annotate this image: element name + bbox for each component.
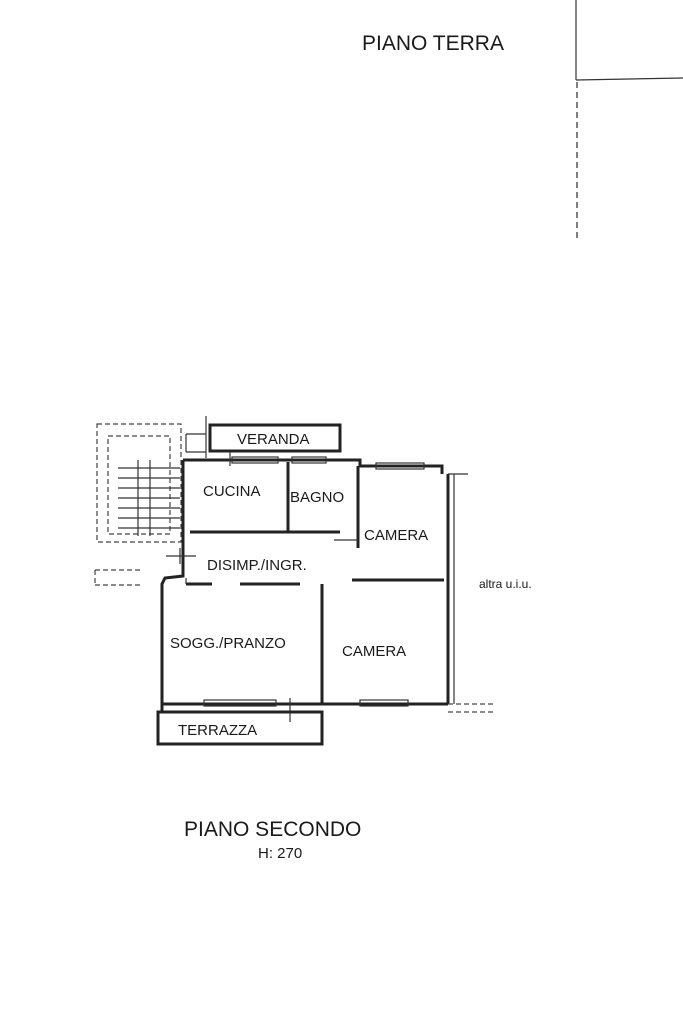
ground-floor-wall-horizontal [575, 77, 683, 81]
staircase [94, 423, 182, 586]
ground-floor-title: PIANO TERRA [362, 32, 504, 55]
room-label-hall: DISIMP./INGR. [207, 557, 307, 574]
outer-wall-west [160, 460, 185, 712]
window-bathroom [291, 456, 327, 464]
window-bedroom-2 [359, 699, 409, 707]
room-label-kitchen: CUCINA [203, 483, 261, 500]
room-label-terrace: TERRAZZA [178, 722, 257, 739]
window-living [203, 699, 277, 707]
room-label-veranda: VERANDA [237, 431, 310, 448]
room-label-bathroom: BAGNO [290, 489, 344, 506]
second-floor-title: PIANO SECONDO [184, 818, 361, 841]
ground-floor-section: PIANO TERRA [362, 0, 683, 240]
ceiling-height-note: H: 270 [258, 845, 302, 862]
room-label-living-dining: SOGG./PRANZO [170, 635, 286, 652]
staircase-outline [96, 423, 182, 543]
second-floor-plan: VERANDA TERRAZZA [94, 416, 532, 746]
room-label-bedroom-2: CAMERA [342, 643, 406, 660]
adjacent-unit-label: altra u.i.u. [479, 577, 532, 591]
window-bedroom-1 [375, 462, 425, 470]
room-label-bedroom-1: CAMERA [364, 527, 428, 544]
terrace-outline [156, 710, 324, 746]
veranda-outline [208, 423, 342, 453]
staircase-inner [107, 435, 171, 535]
window-kitchen [231, 456, 279, 464]
outer-wall-north [183, 458, 444, 474]
